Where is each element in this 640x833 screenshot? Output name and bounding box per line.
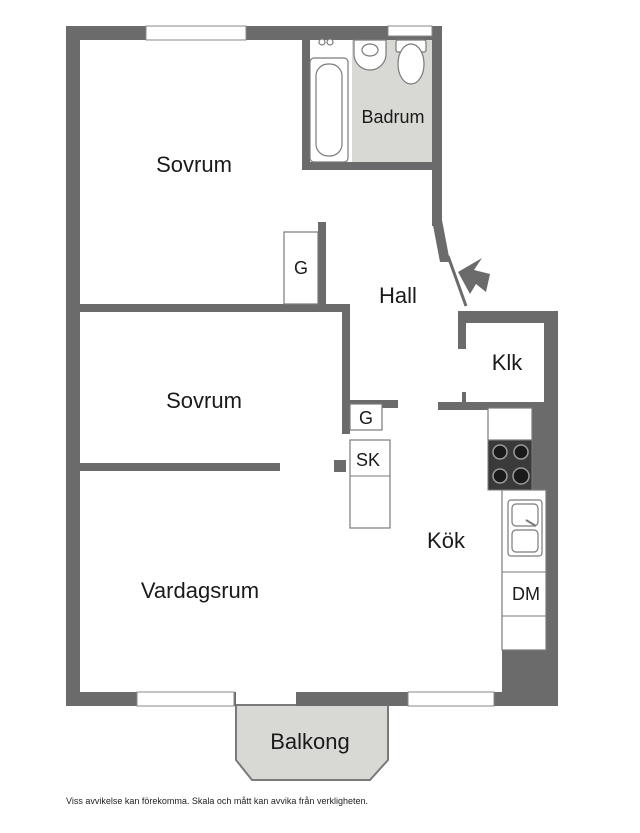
disclaimer-text: Viss avvikelse kan förekomma. Skala och …	[66, 796, 368, 806]
label-wardrobe-top: G	[294, 258, 308, 278]
entry-arrow-icon	[458, 258, 490, 294]
window-bathroom	[387, 25, 433, 37]
bathroom-sink-bowl	[361, 43, 379, 57]
bathtub-inner	[315, 63, 343, 157]
label-sovrum-top: Sovrum	[156, 152, 232, 177]
kitchen-faucet-icon	[525, 519, 537, 527]
entry-door[interactable]	[446, 255, 468, 307]
faucet-icon	[318, 38, 334, 46]
label-badrum: Badrum	[361, 107, 424, 127]
toilet-bowl	[397, 43, 425, 85]
window-top-bedroom	[145, 25, 247, 41]
wardrobe-top	[283, 231, 319, 305]
label-sovrum-mid: Sovrum	[166, 388, 242, 413]
window-kitchen	[407, 691, 495, 707]
closet-sk	[349, 439, 391, 529]
wardrobe-mid	[349, 403, 383, 431]
label-sk: SK	[356, 450, 380, 470]
label-dm: DM	[512, 584, 540, 604]
label-klk: Klk	[492, 350, 524, 375]
label-hall: Hall	[379, 283, 417, 308]
label-balkong: Balkong	[270, 729, 350, 754]
label-wardrobe-mid: G	[359, 408, 373, 428]
window-living-room	[136, 691, 235, 707]
interior-walls	[80, 38, 546, 472]
label-vardagsrum: Vardagsrum	[141, 578, 259, 603]
kitchen-counter	[487, 407, 533, 441]
stove-burners-icon	[492, 444, 530, 485]
klk-closet	[466, 323, 544, 402]
label-kok: Kök	[427, 528, 466, 553]
